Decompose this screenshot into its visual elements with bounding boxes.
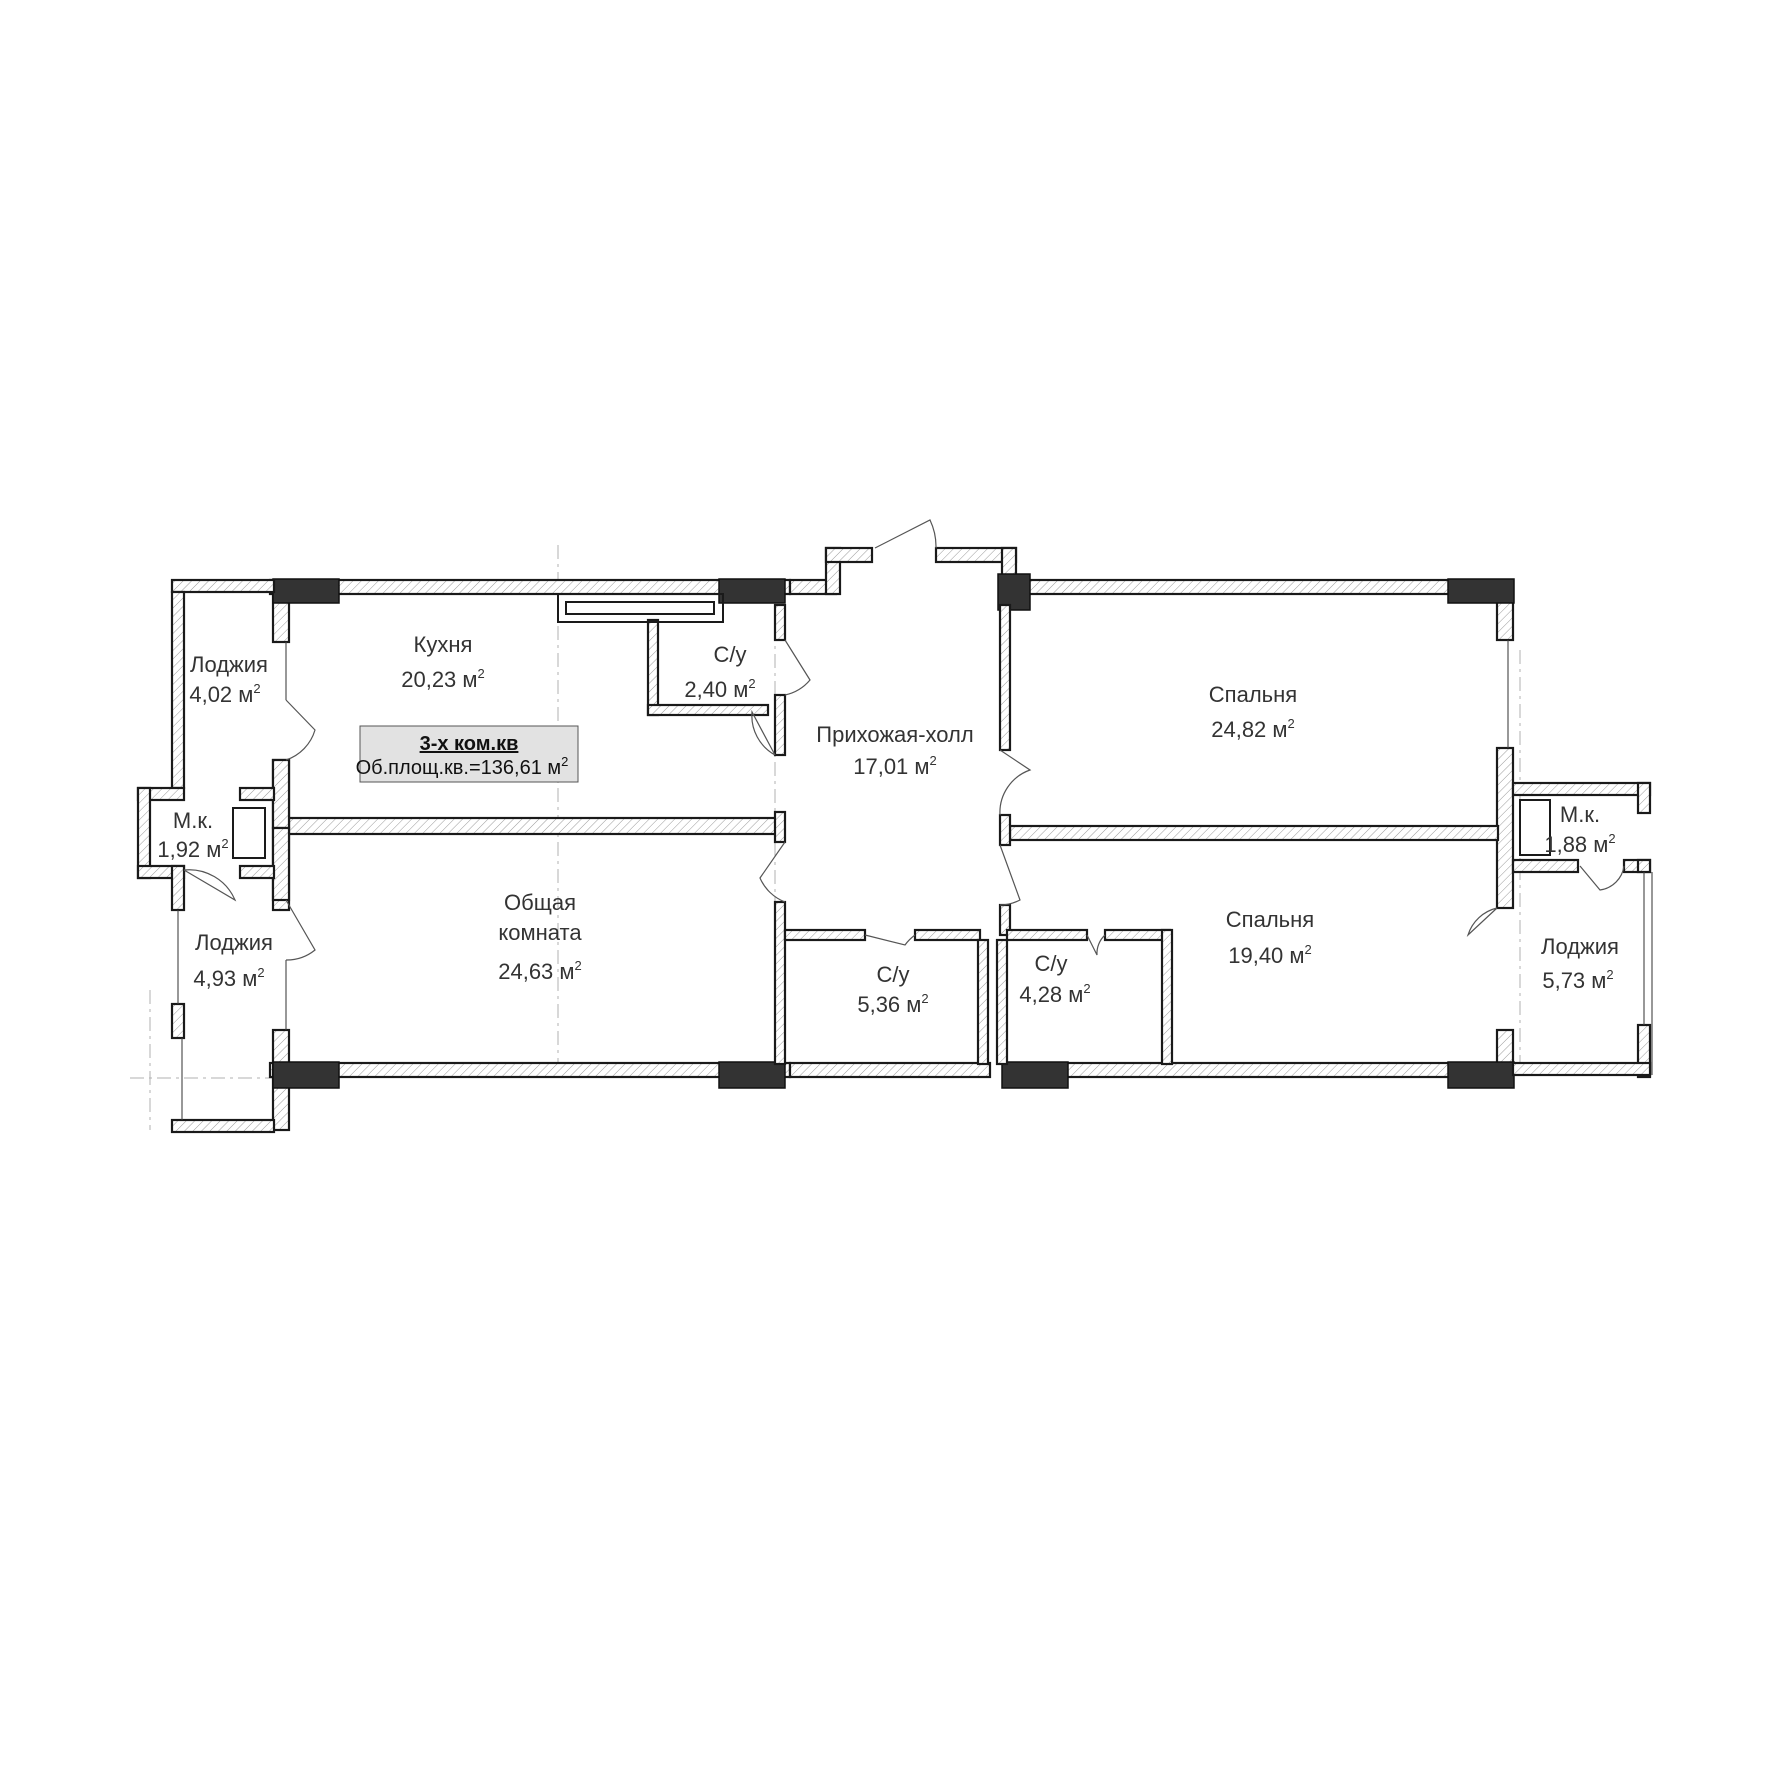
room-loggia-nw: Лоджия 4,02 м2 (189, 652, 268, 707)
room-area: 1,88 м2 (1544, 831, 1615, 857)
room-name: С/у (1035, 951, 1068, 976)
room-name: М.к. (1560, 802, 1600, 827)
room-area: 20,23 м2 (401, 666, 485, 692)
room-area: 4,02 м2 (189, 681, 260, 707)
room-hall: Прихожая-холл 17,01 м2 (816, 722, 973, 779)
room-area: 2,40 м2 (684, 676, 755, 702)
room-area: 1,92 м2 (157, 836, 228, 862)
room-name: Лоджия (1541, 934, 1619, 959)
room-area: 4,93 м2 (193, 965, 264, 991)
room-kitchen: Кухня 20,23 м2 (401, 632, 485, 692)
room-area: 5,73 м2 (1542, 967, 1613, 993)
room-wc-1: С/у 5,36 м2 (857, 962, 928, 1017)
room-name: Кухня (414, 632, 473, 657)
room-storage-w: М.к. 1,92 м2 (157, 808, 228, 862)
room-area: 17,01 м2 (853, 753, 937, 779)
room-name: М.к. (173, 808, 213, 833)
room-area: 24,82 м2 (1211, 716, 1295, 742)
apartment-summary: 3-х ком.кв Об.площ.кв.=136,61 м2 (356, 725, 579, 783)
room-name: С/у (714, 642, 747, 667)
room-loggia-e: Лоджия 5,73 м2 (1541, 934, 1619, 993)
room-area: 4,28 м2 (1019, 981, 1090, 1007)
east-balconies (1507, 640, 1653, 1079)
summary-area: Об.площ.кв.=136,61 м2 (356, 754, 569, 779)
room-area: 5,36 м2 (857, 991, 928, 1017)
room-name-line2: комната (498, 920, 582, 945)
room-wc-2: С/у 4,28 м2 (1019, 951, 1090, 1007)
room-name: Прихожая-холл (816, 722, 973, 747)
room-area: 24,63 м2 (498, 958, 582, 984)
summary-title: 3-х ком.кв (420, 733, 519, 755)
room-name: Лоджия (195, 930, 273, 955)
room-name: Спальня (1209, 682, 1297, 707)
door-swings (183, 519, 1625, 961)
room-name: Спальня (1226, 907, 1314, 932)
room-living: Общая комната 24,63 м2 (498, 890, 582, 984)
room-labels: Кухня 20,23 м2 Лоджия 4,02 м2 М.к. 1,92 … (157, 632, 1619, 1017)
room-name: С/у (877, 962, 910, 987)
room-name: Лоджия (190, 652, 268, 677)
room-wc-small: С/у 2,40 м2 (684, 642, 755, 702)
room-area: 19,40 м2 (1228, 942, 1312, 968)
room-storage-e: М.к. 1,88 м2 (1544, 802, 1615, 857)
room-loggia-sw: Лоджия 4,93 м2 (193, 930, 273, 991)
west-balconies (136, 578, 287, 1134)
room-name-line1: Общая (504, 890, 576, 915)
room-bedroom-s: Спальня 19,40 м2 (1226, 907, 1314, 968)
structural-columns (272, 573, 1515, 1089)
room-bedroom-n: Спальня 24,82 м2 (1209, 682, 1297, 742)
